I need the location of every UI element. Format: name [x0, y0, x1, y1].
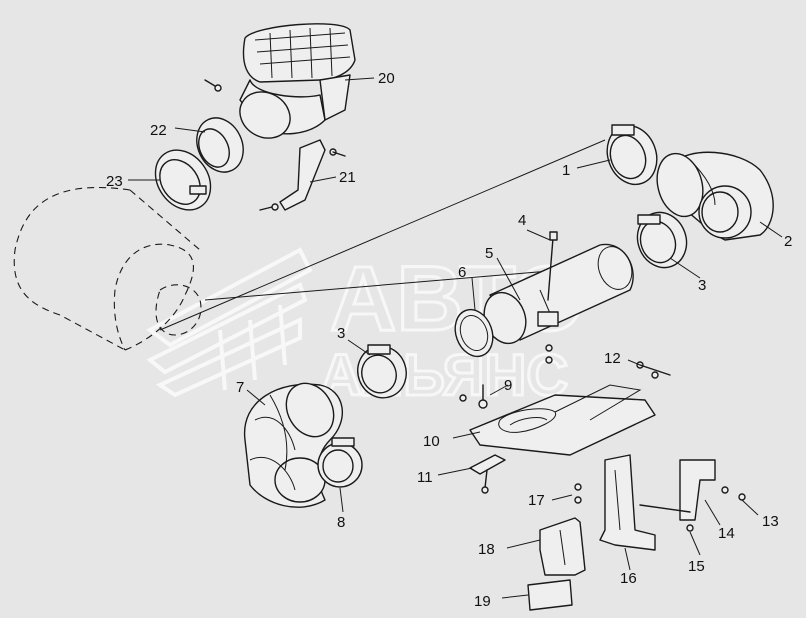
callout-6: 6: [458, 264, 466, 281]
intake-hood-part-20: [239, 23, 356, 139]
callout-2: 2: [784, 233, 792, 250]
callout-20: 20: [378, 70, 395, 87]
callout-15: 15: [688, 558, 705, 575]
stand-bracket-part-16: [599, 454, 656, 551]
support-bracket-part-10: [469, 384, 656, 456]
strap-part-21: [259, 139, 346, 211]
callout-21: 21: [339, 169, 356, 186]
bolt-part-4: [537, 231, 559, 364]
callout-9: 9: [504, 377, 512, 394]
bolts-part-12: [636, 361, 671, 379]
bolt-part-9: [459, 384, 488, 409]
elbow-hose-part-7: [243, 382, 344, 508]
clamp-ring-part-22: [196, 117, 244, 173]
callout-5: 5: [485, 245, 493, 262]
seal-ring-part-6: [454, 308, 494, 358]
callout-4: 4: [518, 212, 526, 229]
plate-part-19: [527, 579, 573, 611]
clamp-part-23: [154, 149, 212, 211]
callout-23: 23: [106, 173, 123, 190]
bracket-part-11: [469, 454, 506, 494]
watermark-line2: АЛЬЯНС: [320, 343, 568, 408]
callout-22: 22: [150, 122, 167, 139]
callout-14: 14: [718, 525, 735, 542]
callout-19: 19: [474, 593, 491, 610]
callout-1: 1: [562, 162, 570, 179]
callout-16: 16: [620, 570, 637, 587]
clamp-part-3-left: [357, 344, 407, 399]
callout-13: 13: [762, 513, 779, 530]
bracket-part-14: [639, 459, 716, 521]
pipe-part-5: [483, 243, 634, 345]
clamp-part-8: [317, 437, 363, 488]
air-cleaner-outline: [13, 186, 202, 351]
callout-12: 12: [604, 350, 621, 367]
callout-10: 10: [423, 433, 440, 450]
callout-labels: 20 22 23 21 1 2 3 4 5 6 3 7 8 9 10 11 12…: [106, 70, 792, 610]
callout-18: 18: [478, 541, 495, 558]
leader-lines: [128, 77, 783, 599]
callout-3-right: 3: [698, 277, 706, 294]
callout-17: 17: [528, 492, 545, 509]
callout-7: 7: [236, 379, 244, 396]
elbow-part-2: [656, 151, 774, 241]
bolts-part-13: [721, 486, 746, 501]
watermark-logo: [146, 247, 313, 398]
clamp-part-3-right: [636, 211, 688, 269]
bracket-part-18: [539, 517, 586, 576]
bolt-near-hood: [204, 79, 222, 92]
clamp-part-1: [606, 124, 658, 186]
assembly-axis-line: [159, 139, 606, 331]
callout-3-left: 3: [337, 325, 345, 342]
callout-11: 11: [417, 469, 433, 486]
bolts-part-17: [574, 483, 582, 504]
callout-8: 8: [337, 514, 345, 531]
bolt-part-15: [686, 524, 694, 532]
